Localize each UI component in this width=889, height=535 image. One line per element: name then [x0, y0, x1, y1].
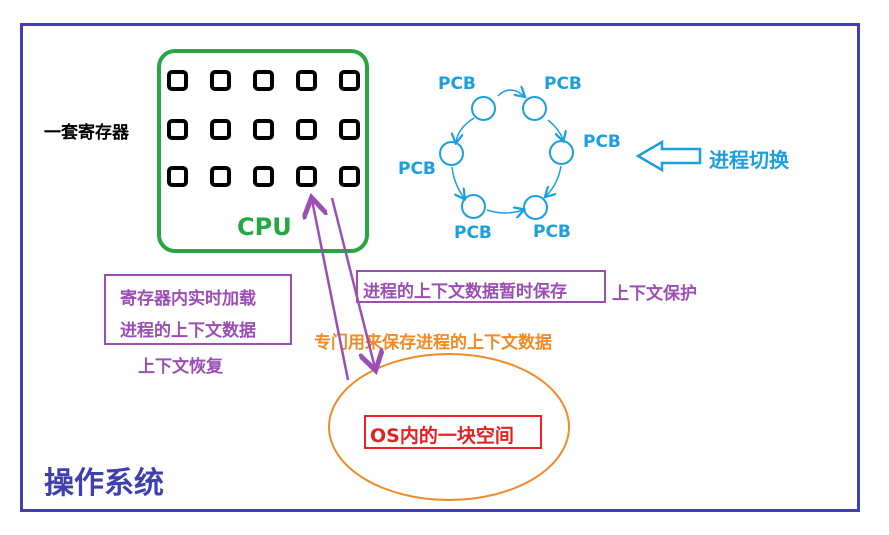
context-load-box: 寄存器内实时加载 进程的上下文数据 [104, 274, 292, 345]
os-space-label: OS内的一块空间 [370, 425, 514, 447]
os-frame [20, 23, 860, 512]
pcb-arrow [547, 119, 563, 140]
pcb-label: PCB [398, 159, 436, 179]
pcb-node [522, 96, 547, 121]
pcb-arrow [546, 165, 562, 196]
os-space-box: OS内的一块空间 [364, 415, 542, 449]
pcb-arrow [456, 117, 475, 142]
register [253, 70, 274, 91]
pcb-label: PCB [454, 223, 492, 243]
register [167, 166, 188, 187]
context-restore-label: 上下文恢复 [138, 357, 223, 377]
register [210, 166, 231, 187]
context-save-arrow [330, 197, 375, 368]
pcb-arrow [497, 90, 524, 96]
cpu-block: CPU [157, 49, 369, 253]
register [339, 119, 360, 140]
register [296, 119, 317, 140]
register [253, 119, 274, 140]
context-restore-arrow [312, 200, 350, 381]
register [253, 166, 274, 187]
pcb-label: PCB [544, 74, 582, 94]
registers-label: 一套寄存器 [44, 123, 129, 143]
pcb-arrow [486, 210, 523, 213]
os-label: 操作系统 [44, 466, 164, 501]
register [210, 119, 231, 140]
pcb-label: PCB [438, 74, 476, 94]
context-load-line1: 寄存器内实时加载 [120, 289, 256, 309]
register [296, 70, 317, 91]
register [167, 119, 188, 140]
register [210, 70, 231, 91]
context-save-text: 进程的上下文数据暂时保存 [363, 282, 567, 302]
process-switch-label: 进程切换 [709, 148, 789, 172]
pcb-label: PCB [583, 132, 621, 152]
register [339, 166, 360, 187]
pcb-arrow [451, 166, 464, 198]
cpu-label: CPU [237, 213, 292, 241]
register [339, 70, 360, 91]
register [167, 70, 188, 91]
pcb-label: PCB [533, 222, 571, 242]
context-protect-label: 上下文保护 [612, 284, 697, 304]
process-switch-arrow [635, 139, 702, 173]
os-space-ellipse [328, 353, 570, 501]
pcb-node [471, 96, 496, 121]
context-save-box: 进程的上下文数据暂时保存 [356, 270, 606, 303]
context-load-line2: 进程的上下文数据 [120, 321, 256, 341]
register [296, 166, 317, 187]
